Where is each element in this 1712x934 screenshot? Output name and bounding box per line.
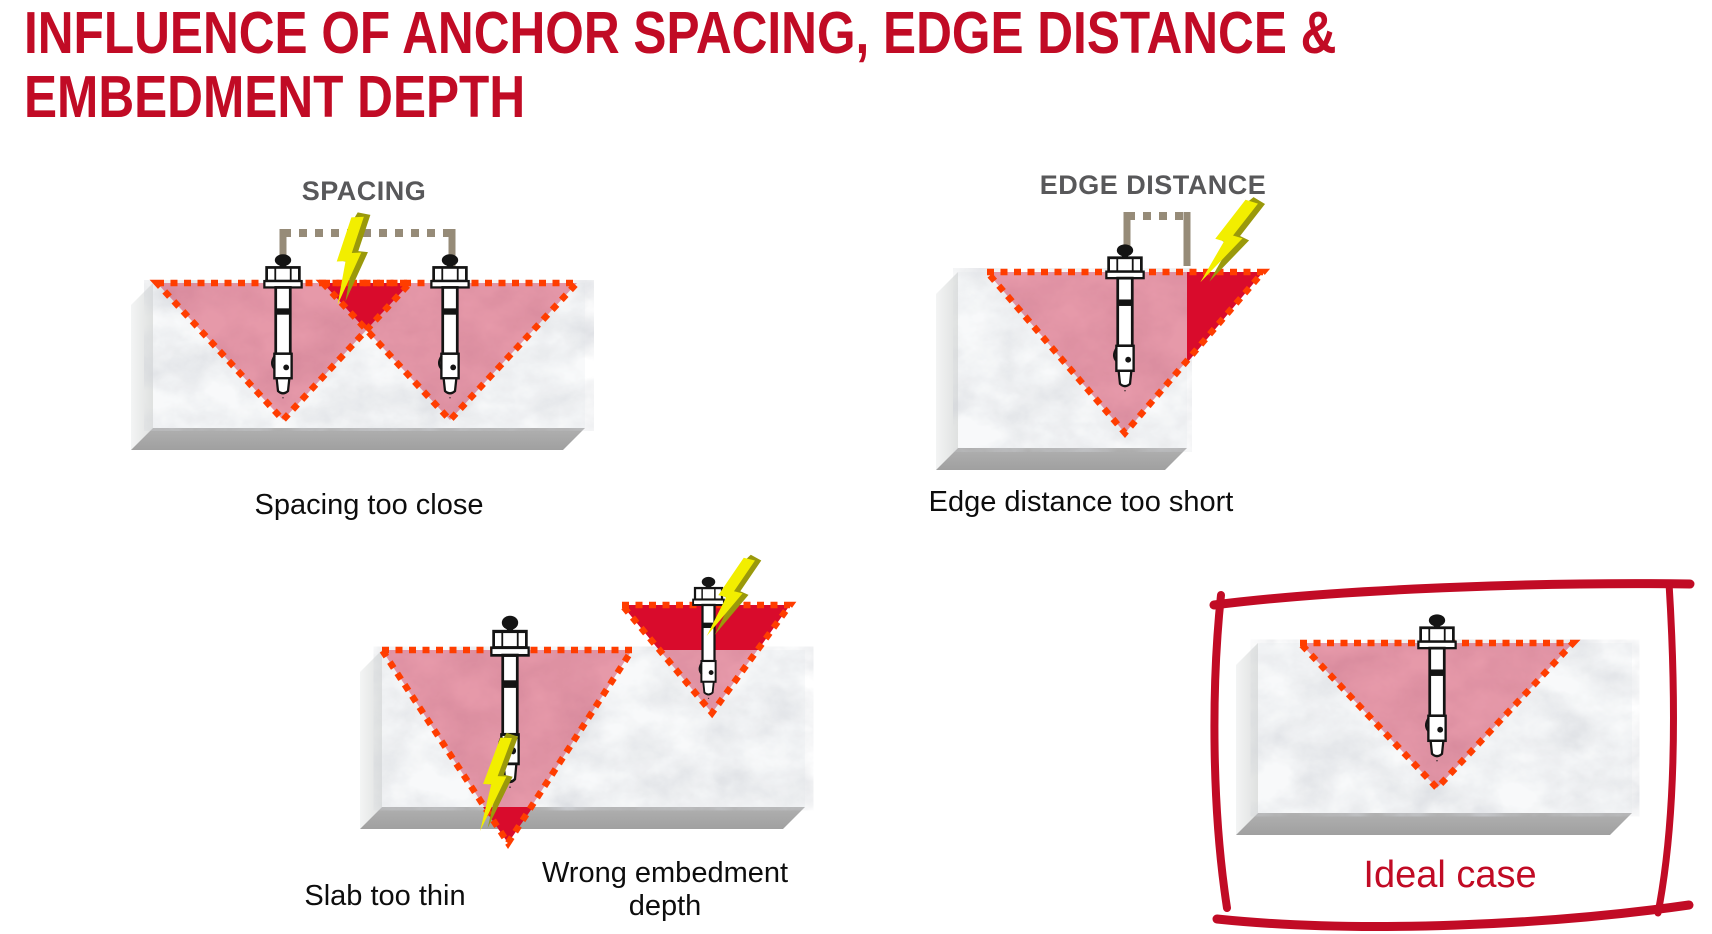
cone-overlap-zone bbox=[323, 283, 410, 330]
spacing-label: SPACING bbox=[301, 176, 427, 206]
dimension-bracket-icon bbox=[279, 229, 456, 267]
concrete-bottom-face bbox=[1236, 813, 1632, 835]
caption-wrong-embedment-line2: depth bbox=[628, 890, 702, 922]
page-title-line1: INFLUENCE OF ANCHOR SPACING, EDGE DISTAN… bbox=[24, 0, 1337, 66]
caption-ideal-case: Ideal case bbox=[1363, 854, 1537, 896]
diagram-edge-distance bbox=[936, 189, 1271, 470]
cone-beyond-edge-zone bbox=[1187, 272, 1263, 363]
diagram-ideal-case bbox=[1209, 579, 1695, 931]
concrete-bottom-face bbox=[936, 448, 1187, 470]
diagram-spacing bbox=[131, 211, 585, 450]
concrete-left-face bbox=[360, 650, 382, 829]
diagram-slab-too-thin bbox=[360, 614, 805, 849]
concrete-front-face bbox=[382, 650, 805, 807]
concrete-bottom-face bbox=[131, 428, 585, 450]
concrete-left-face bbox=[1236, 643, 1258, 835]
concrete-left-face bbox=[936, 272, 958, 470]
concrete-front-face bbox=[958, 272, 1187, 448]
page-title-line2: EMBEDMENT DEPTH bbox=[24, 63, 526, 130]
caption-wrong-embedment: Wrong embedment depth bbox=[542, 857, 788, 923]
caption-wrong-embedment-line1: Wrong embedment bbox=[541, 857, 789, 889]
caption-slab-too-thin: Slab too thin bbox=[304, 880, 466, 912]
cone-breakthrough-zone bbox=[483, 807, 533, 843]
concrete-bottom-face bbox=[360, 807, 805, 829]
caption-spacing-too-close: Spacing too close bbox=[254, 489, 484, 521]
page-title: INFLUENCE OF ANCHOR SPACING, EDGE DISTAN… bbox=[24, 0, 1337, 130]
edge-distance-label: EDGE DISTANCE bbox=[1039, 170, 1267, 200]
hand-drawn-frame bbox=[1209, 579, 1695, 931]
diagram-wrong-embedment bbox=[615, 549, 797, 719]
concrete-left-face bbox=[131, 283, 153, 450]
caption-edge-distance-too-short: Edge distance too short bbox=[928, 486, 1234, 518]
dimension-bracket-icon bbox=[1123, 212, 1191, 266]
